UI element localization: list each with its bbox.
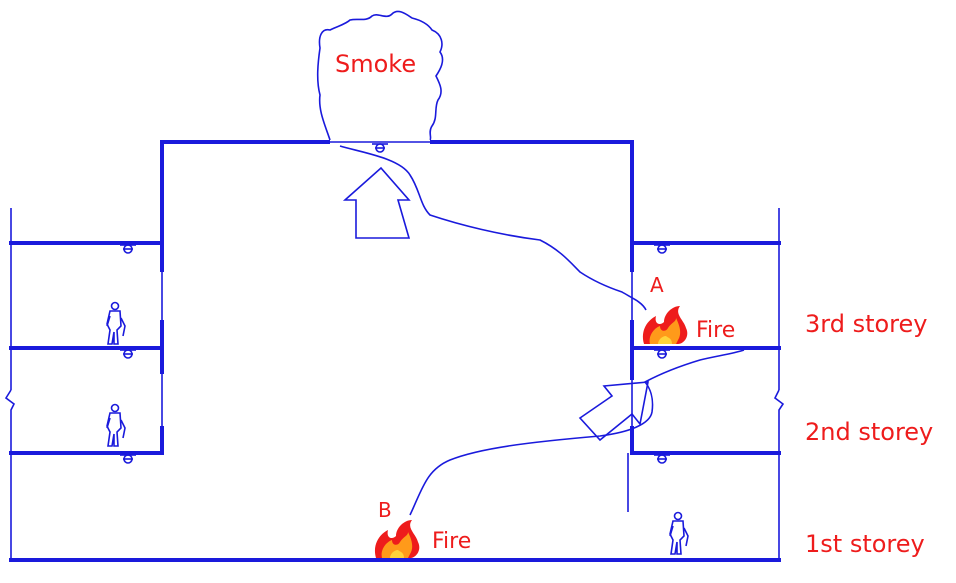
fire-icon: [642, 306, 688, 344]
person-icon: [669, 511, 689, 555]
sprinkler-icon: [119, 244, 137, 254]
diagonal-flow-arrow: [578, 381, 649, 442]
smoke-cloud: [316, 10, 444, 141]
fire-a-label: Fire: [696, 318, 735, 343]
storey-label-second: 2nd storey: [805, 418, 933, 446]
sprinkler-icon: [371, 143, 389, 153]
sprinkler-icon: [653, 244, 671, 254]
smoke-path-b: [409, 349, 745, 516]
sprinklers: [119, 143, 671, 464]
smoke-path-a: [339, 145, 647, 311]
sprinkler-icon: [119, 349, 137, 359]
sprinkler-icon: [119, 454, 137, 464]
smoke-label: Smoke: [335, 50, 416, 78]
storey-label-first: 1st storey: [805, 530, 925, 558]
atrium-roof-left: [160, 140, 330, 245]
fire-a-marker: A: [650, 273, 664, 297]
atrium-roof-right: [430, 140, 634, 245]
person-icon: [106, 301, 126, 345]
person-icon: [106, 403, 126, 447]
building-walls: [4, 140, 785, 562]
upward-flow-arrow: [342, 166, 411, 239]
sprinkler-icon: [653, 349, 671, 359]
right-outer-wall-lower: [773, 389, 785, 560]
fire-b-label: Fire: [432, 529, 471, 554]
fire-b-marker: B: [378, 498, 392, 522]
storey-label-third: 3rd storey: [805, 310, 927, 338]
fire-icon: [374, 520, 420, 558]
left-outer-wall-lower: [4, 389, 16, 560]
sprinkler-icon: [653, 454, 671, 464]
